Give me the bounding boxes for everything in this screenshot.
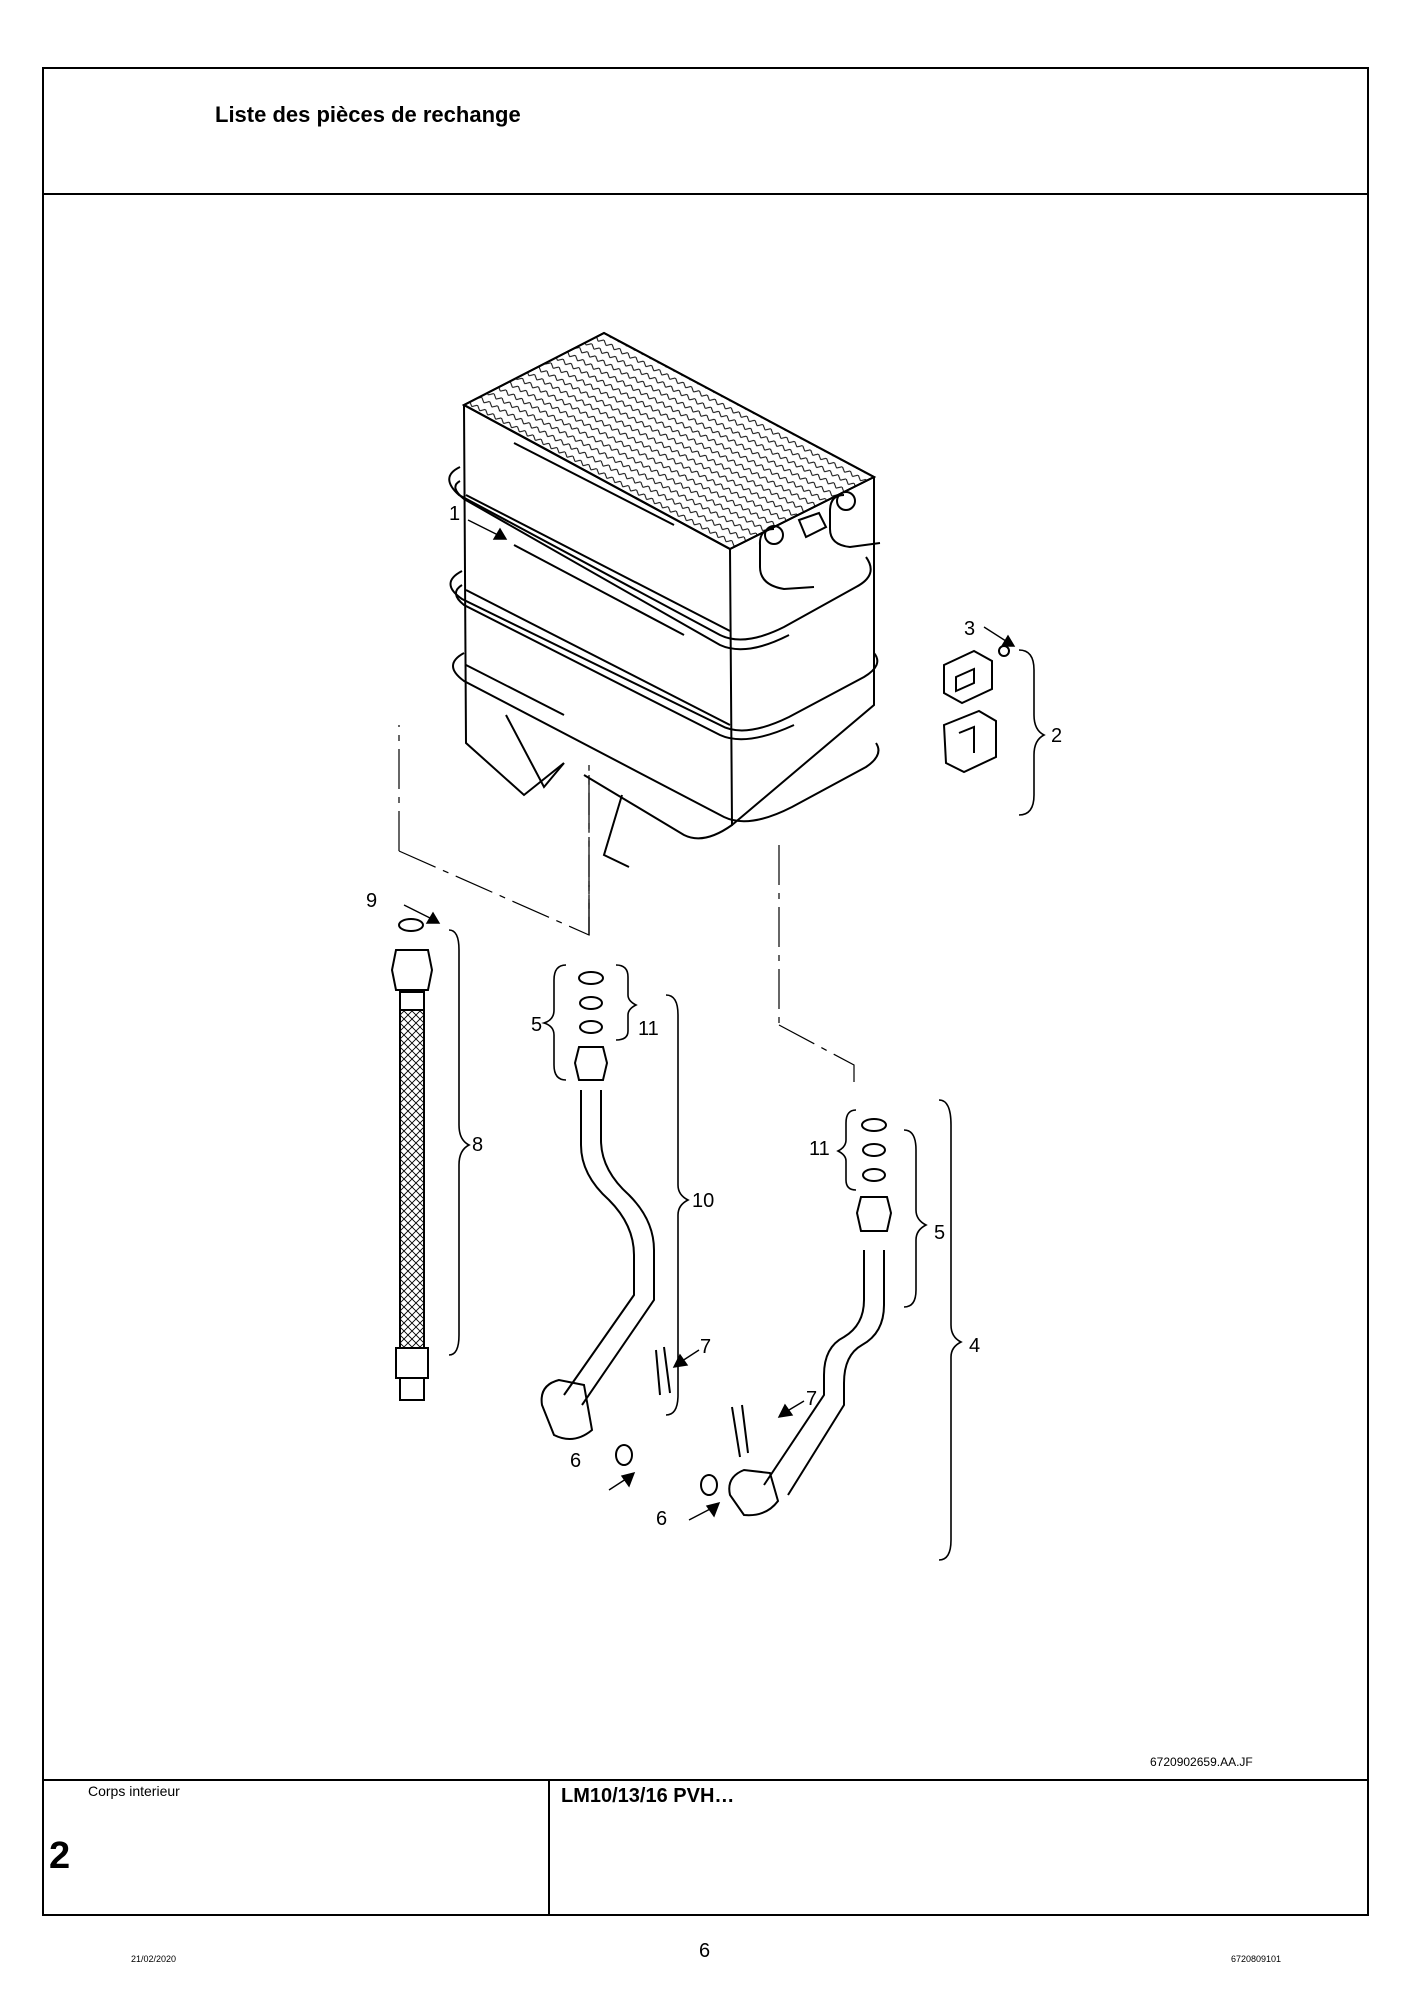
callout-5-right: 5: [934, 1222, 945, 1244]
flexible-hose: [390, 918, 434, 1401]
grouping-braces: [448, 649, 1046, 1561]
pipe-assembly-left: [540, 971, 671, 1466]
callout-1: 1: [449, 503, 460, 525]
callout-4: 4: [969, 1335, 980, 1357]
callout-11-right: 11: [809, 1138, 830, 1160]
callout-10: 10: [692, 1190, 714, 1212]
drawing-reference: 6720902659.AA.JF: [1150, 1755, 1253, 1769]
callout-8: 8: [472, 1134, 483, 1156]
page-number: 6: [699, 1940, 711, 1962]
footer-column-divider: [548, 1780, 550, 1916]
exploded-parts-drawing: 1 2 3 4 5 5 6 6 7 7 8 9 10 11 11: [366, 331, 1062, 1561]
page-title: Liste des pièces de rechange: [215, 102, 521, 127]
callout-2: 2: [1051, 725, 1062, 747]
callout-5-left: 5: [531, 1014, 542, 1036]
callout-7-right: 7: [806, 1388, 817, 1410]
callout-11-left: 11: [638, 1018, 659, 1040]
footer-divider: [42, 1779, 1369, 1781]
section-number: 2: [49, 1835, 71, 1877]
callout-6-right: 6: [656, 1508, 667, 1530]
section-label: Corps interieur: [88, 1783, 180, 1799]
pipe-assembly-right: [700, 1118, 893, 1517]
model-name: LM10/13/16 PVH…: [561, 1785, 735, 1807]
leader-arrows: [403, 519, 1016, 1521]
callout-7-left: 7: [700, 1336, 711, 1358]
document-code: 6720809101: [1231, 1954, 1282, 1964]
callout-3: 3: [964, 618, 975, 640]
assembly-centre-lines: [398, 725, 855, 1085]
heat-exchanger-body: [448, 331, 881, 868]
header-divider: [42, 193, 1369, 195]
clip-assembly: [942, 645, 1010, 774]
callout-9: 9: [366, 890, 377, 912]
page-frame: [42, 67, 1369, 1916]
callout-6-left: 6: [570, 1450, 581, 1472]
callout-labels: 1 2 3 4 5 5 6 6 7 7 8 9 10 11 11: [366, 503, 1062, 1530]
print-date: 21/02/2020: [131, 1954, 177, 1964]
